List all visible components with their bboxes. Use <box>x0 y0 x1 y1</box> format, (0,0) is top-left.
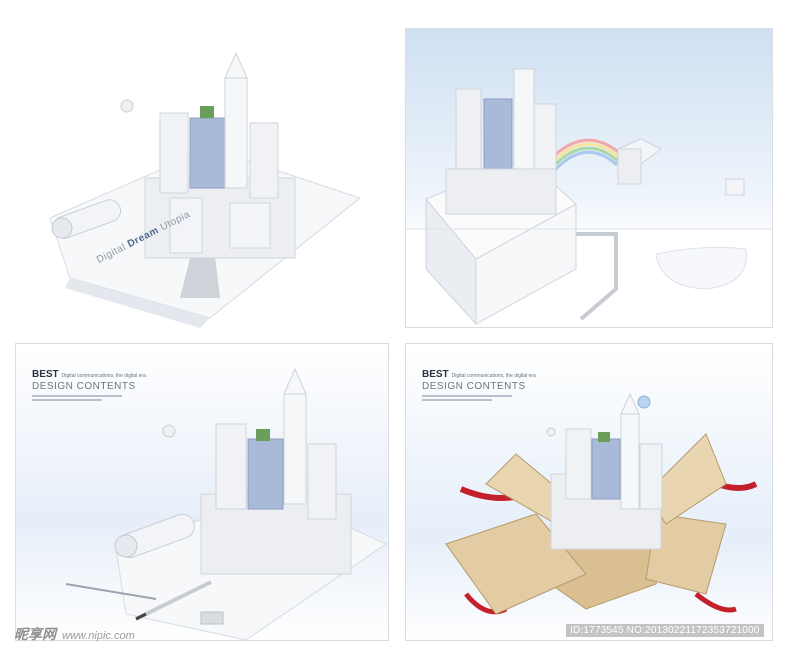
city-buildings <box>144 51 296 259</box>
brand-headline: DESIGN CONTENTS <box>422 381 526 392</box>
illustration-panel-cube-city <box>405 28 773 328</box>
image-id-watermark: ID:1773545 NO:20130221172353721000 <box>566 624 764 637</box>
cube-buildings <box>445 68 557 215</box>
brand-best-word: BEST <box>32 369 59 380</box>
brand-tagline: Digital communications, the digital era <box>61 373 146 379</box>
site-watermark: 昵享网 www.nipic.com <box>14 624 135 644</box>
illustration-panel-paper-city: Digital Dream Utopia <box>30 28 390 328</box>
brand-headline: DESIGN CONTENTS <box>32 381 136 392</box>
brand-tagline: Digital communications, the digital era <box>451 373 536 379</box>
paper-city-pencil-illustration <box>65 367 388 640</box>
box-city-illustration <box>445 392 758 615</box>
brand-best-word: BEST <box>422 369 449 380</box>
paper-city-buildings <box>200 367 352 575</box>
paper-city-illustration <box>49 51 362 328</box>
box-city-buildings <box>550 392 663 550</box>
site-url: www.nipic.com <box>62 630 135 642</box>
brand-fine-print <box>422 395 536 401</box>
cube-city-illustration <box>406 68 772 327</box>
site-name: 昵享网 <box>14 626 56 642</box>
brand-fine-print <box>32 395 146 401</box>
